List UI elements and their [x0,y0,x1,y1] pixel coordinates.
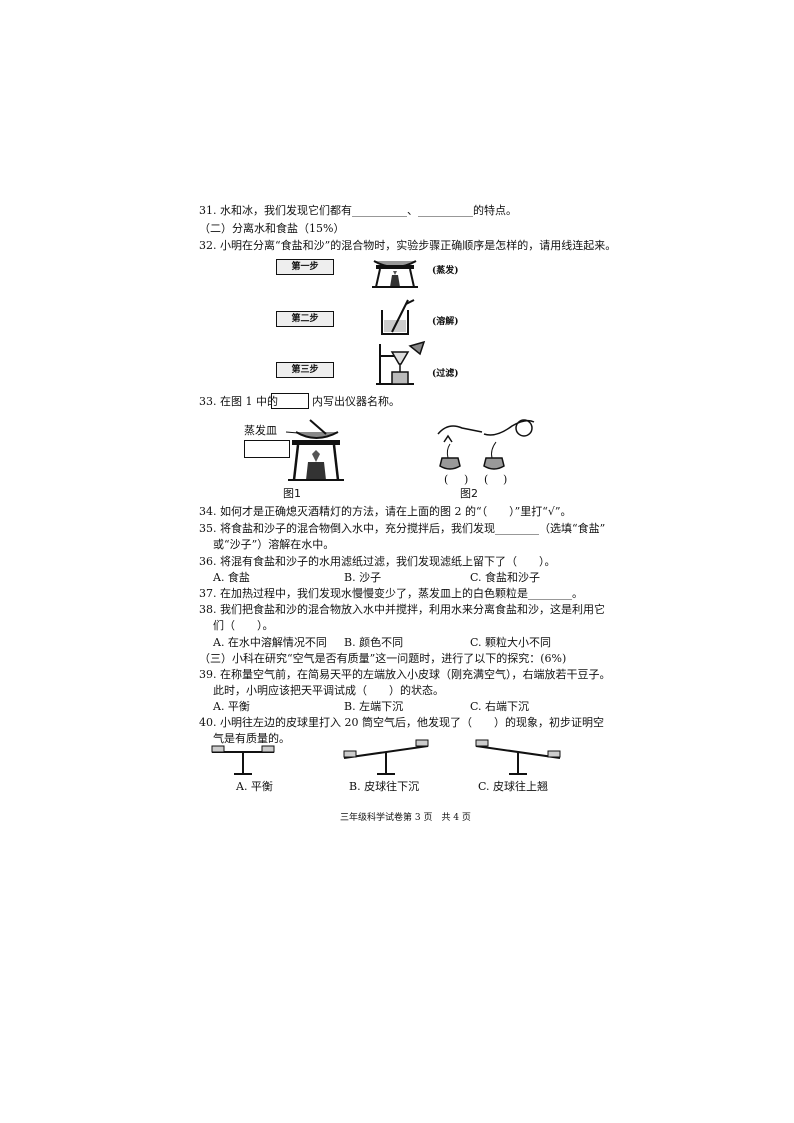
figure-2-mark-4: ) [503,473,508,486]
balance-left-down-icon [343,739,429,775]
label-filter: (过滤) [432,369,459,379]
balance-left-up-icon [475,739,561,775]
question-38-line1: 38. 我们把食盐和沙的混合物放入水中并搅拌，利用水来分离食盐和沙，这是利用它 [199,603,605,616]
answer-box-inline [271,393,309,409]
evaporation-apparatus-icon [372,260,418,288]
q40-option-c: C. 皮球往上翘 [478,780,549,793]
q36-option-a: A. 食盐 [213,571,250,584]
figure-2-caption: 图2 [460,487,478,500]
section-3-heading: （三）小科在研究“空气是否有质量”这一问题时，进行了以下的探究：(6%) [199,652,567,665]
question-37: 37. 在加热过程中，我们发现水慢慢变少了，蒸发皿上的白色颗粒是________… [199,587,583,600]
question-39-line1: 39. 在称量空气前，在简易天平的左端放入小皮球（刚充满空气），右端放若干豆子。 [199,668,611,681]
question-35-line1: 35. 将食盐和沙子的混合物倒入水中，充分搅拌后，我们发现________（选填… [199,522,606,535]
q39-option-c: C. 右端下沉 [470,700,530,713]
q40-option-b: B. 皮球往下沉 [349,780,420,793]
step-2-box: 第二步 [276,311,334,327]
question-33-prefix: 33. 在图 1 中的 [199,395,278,408]
label-dissolve: (溶解) [432,317,459,327]
q39-option-a: A. 平衡 [213,700,250,713]
question-38-line2: 们（ ）。 [213,619,274,632]
figure-1-caption: 图1 [283,487,301,500]
beaker-stirring-icon [381,299,415,335]
question-40-line2: 气是有质量的。 [213,732,290,745]
question-36: 36. 将混有食盐和沙子的水用滤纸过滤，我们发现滤纸上留下了（ ）。 [199,555,556,568]
figure-2-mark-3: ( [484,473,489,486]
q40-option-a: A. 平衡 [236,780,273,793]
q38-option-c: C. 颗粒大小不同 [470,636,552,649]
balance-level-icon [211,745,275,775]
q38-option-b: B. 颜色不同 [344,636,404,649]
q39-option-b: B. 左端下沉 [344,700,404,713]
step-3-box: 第三步 [276,362,334,378]
figure-2-alcohol-lamp-icon [437,419,535,470]
question-39-line2: 此时，小明应该把天平调试成（ ）的状态。 [213,684,444,697]
figure-2-mark-2: ) [464,473,469,486]
question-40-line1: 40. 小明往左边的皮球里打入 20 筒空气后，他发现了（ ）的现象，初步证明空 [199,716,604,729]
question-33-suffix: 内写出仪器名称。 [312,395,400,408]
question-34: 34. 如何才是正确熄灭酒精灯的方法，请在上面的图 2 的“（ ）”里打“√”。 [199,505,572,518]
label-evaporate: (蒸发) [432,266,459,276]
q38-option-a: A. 在水中溶解情况不同 [213,636,327,649]
filtration-apparatus-icon [376,340,426,385]
answer-box-fig1[interactable] [244,440,290,458]
question-35-line2: 或“沙子”）溶解在水中。 [213,538,335,551]
section-2-heading: （二）分离水和食盐（15%） [199,222,345,235]
question-31: 31. 水和冰，我们发现它们都有__________、__________的特点… [199,204,517,217]
q36-option-c: C. 食盐和沙子 [470,571,541,584]
evaporating-dish-label: 蒸发皿 [244,424,277,437]
figure-1-evaporation-icon [285,419,344,481]
page-footer: 三年级科学试卷第 3 页 共 4 页 [340,813,471,823]
q36-option-b: B. 沙子 [344,571,382,584]
step-1-box: 第一步 [276,259,334,275]
figure-2-mark-1: ( [444,473,449,486]
question-32: 32. 小明在分离“食盐和沙”的混合物时，实验步骤正确顺序是怎样的，请用线连起来… [199,239,617,252]
